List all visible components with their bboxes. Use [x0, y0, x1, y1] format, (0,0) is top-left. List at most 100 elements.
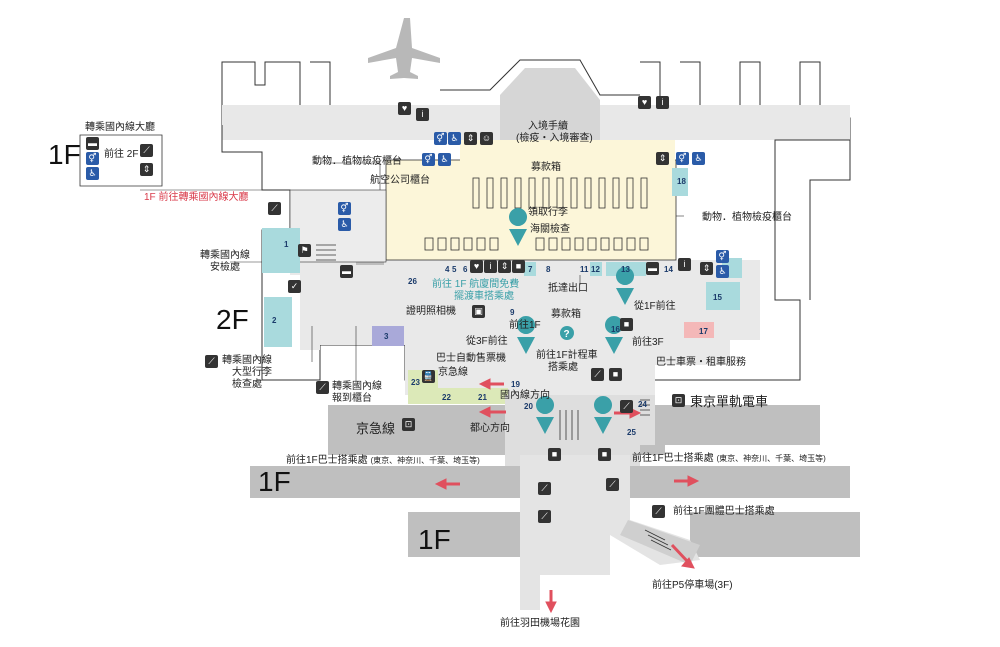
escalator-icon: ⟋	[652, 505, 665, 518]
elevator-icon: ⇕	[140, 163, 153, 176]
label-transfer-security-2: 安檢處	[210, 262, 240, 273]
bus-corridor-lower-right	[690, 512, 860, 557]
pin-bus-ticket	[517, 316, 536, 354]
bus-stop-icon: ■	[620, 318, 633, 331]
baggage-claim-hall	[385, 159, 677, 261]
floor-label-1f-bus-lower: 1F	[418, 524, 451, 555]
floor-label-2f: 2F	[216, 304, 249, 335]
area-2	[264, 297, 292, 347]
label-taxi-2: 搭乘處	[548, 362, 578, 373]
escalator-icon: ⟋	[268, 202, 281, 215]
toilet-icon: ⚥	[338, 202, 351, 215]
area-number-23: 23	[411, 378, 420, 387]
escalator-icon: ⟋	[316, 381, 329, 394]
label-transfer-checkin-2: 報到櫃台	[332, 393, 372, 404]
label-bus-left-sub: (東京、神奈川、千葉、埼玉等)	[370, 456, 480, 465]
label-domestic-direction: 國內線方向	[500, 390, 550, 401]
area-number-20: 20	[524, 402, 533, 411]
pin-bus-counter	[605, 316, 624, 354]
accessible-toilet-icon: ♿	[692, 152, 705, 165]
area-number-24: 24	[638, 400, 647, 409]
label-transfer-baggage-1: 轉乘國內線	[222, 355, 272, 366]
area-number-3: 3	[384, 332, 389, 341]
accessible-toilet-icon: ♿	[86, 167, 99, 180]
pin-station-left	[536, 396, 555, 434]
bus-stop-icon: ■	[548, 448, 561, 461]
elevator-icon: ⇕	[498, 260, 511, 273]
toilet-icon: ⚥	[422, 153, 435, 166]
area-number-25: 25	[627, 428, 636, 437]
label-immigration-2: (檢疫・入境審查)	[516, 133, 593, 144]
area-17	[684, 322, 714, 338]
area-number-15: 15	[713, 293, 722, 302]
smoking-room-icon: ▬	[86, 137, 99, 150]
escalator-icon: ⟋	[606, 478, 619, 491]
toilet-icon: ⚥	[676, 152, 689, 165]
label-transfer-baggage-3: 檢查處	[232, 379, 262, 390]
pin-exit	[616, 267, 635, 305]
label-transfer-checkin-1: 轉乘國內線	[332, 381, 382, 392]
label-transfer-hall: 轉乘國內線大廳	[85, 122, 155, 133]
escalator-icon: ⟋	[591, 368, 604, 381]
area-number-19: 19	[511, 380, 520, 389]
label-p5-parking: 前往P5停車場(3F)	[652, 580, 733, 591]
label-from-1f: 從1F前往	[634, 301, 676, 312]
question-icon	[560, 326, 574, 340]
label-arrival-exit: 抵達出口	[548, 283, 588, 294]
label-donation-box-top: 募款箱	[531, 162, 561, 173]
pin-customs	[509, 208, 528, 246]
label-keikyu-station: 京急線	[356, 421, 396, 436]
label-airline-counter: 航空公司櫃台	[370, 175, 430, 186]
leader-lines	[140, 162, 684, 383]
label-to-2f: 前往 2F	[104, 149, 139, 160]
area-18	[672, 168, 688, 196]
area-number-14: 14	[664, 265, 673, 274]
label-to-1f-mid: 前往1F	[509, 320, 541, 331]
area-number-22: 22	[442, 393, 451, 402]
bus-corridor-right	[630, 466, 850, 498]
keikyu-area	[408, 388, 508, 404]
bus-corridor-lower-left	[408, 512, 540, 557]
label-transfer-baggage-2: 大型行李	[232, 367, 272, 378]
escalator-icon: ⟋	[140, 144, 153, 157]
label-customs: 海關檢查	[530, 224, 570, 235]
label-taxi-1: 前往1F計程車	[536, 350, 598, 361]
area-number-4: 4	[445, 265, 450, 274]
elevator-icon: ⇕	[656, 152, 669, 165]
area-number-16: 16	[611, 325, 620, 334]
label-city-center: 都心方向	[470, 423, 510, 434]
accessible-toilet-icon: ♿	[338, 218, 351, 231]
train-icon: ⊡	[402, 418, 415, 431]
area-number-9: 9	[510, 308, 515, 317]
area-number-2: 2	[272, 316, 277, 325]
label-to-3f: 前往3F	[632, 337, 664, 348]
area-number-18: 18	[677, 177, 686, 186]
aed-icon: ♥	[398, 102, 411, 115]
label-free-shuttle-1: 前往 1F 航廈間免費	[432, 279, 520, 290]
label-baggage-claim: 領取行李	[528, 207, 568, 218]
nursing-room-icon: ☺	[480, 132, 493, 145]
label-garden: 前往羽田機場花園	[500, 618, 580, 629]
area-number-17: 17	[699, 327, 708, 336]
area-number-11: 11	[580, 265, 589, 274]
security-icon: ⚑	[298, 244, 311, 257]
area-number-12: 12	[591, 265, 600, 274]
area-number-1: 1	[284, 240, 289, 249]
train-icon: ⊡	[672, 394, 685, 407]
svg-text:?: ?	[564, 329, 570, 340]
elevator-icon: ⇕	[700, 262, 713, 275]
elevator-icon: ⇕	[464, 132, 477, 145]
central-walkway	[520, 455, 700, 610]
area-number-7: 7	[528, 265, 533, 274]
escalator-icon: ⟋	[538, 482, 551, 495]
bus-corridor-left	[250, 466, 540, 498]
label-tokyo-monorail: 東京單軌電車	[690, 394, 769, 409]
area-number-8: 8	[546, 265, 551, 274]
bus-stop-icon: ■	[512, 260, 525, 273]
label-keikyu-line: 京急線	[438, 367, 468, 378]
area-15	[706, 282, 740, 310]
floor-label-1f-top: 1F	[48, 139, 81, 170]
smoking-room-icon: ▬	[340, 265, 353, 278]
information-icon: i	[416, 108, 429, 121]
